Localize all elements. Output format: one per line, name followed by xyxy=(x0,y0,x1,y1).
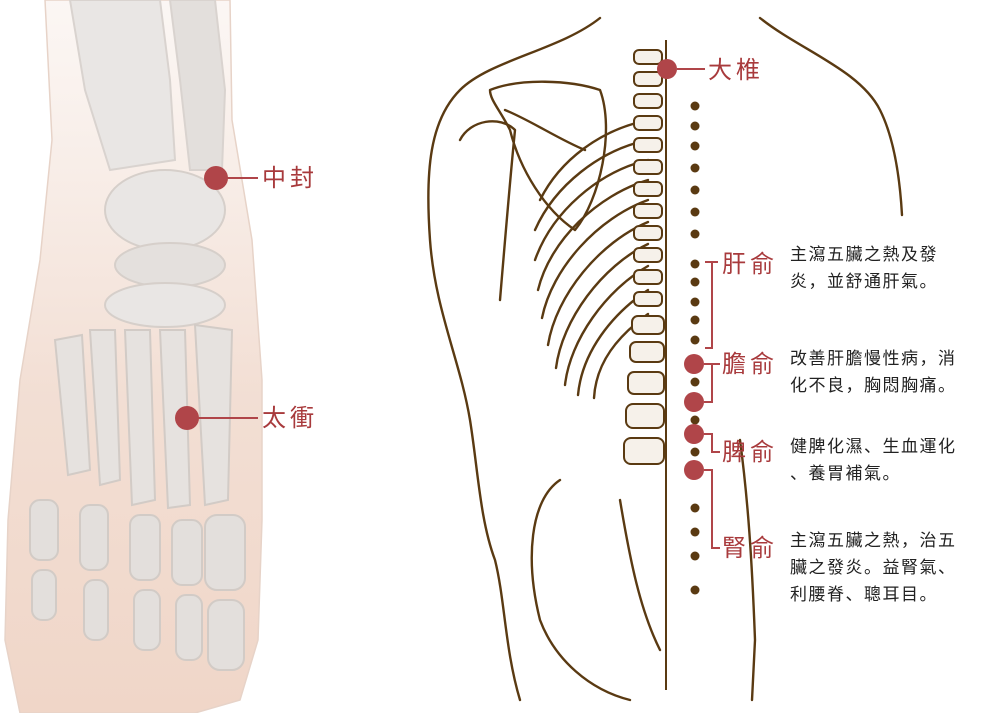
shenshu-bracket xyxy=(704,469,720,549)
shenshu-label: 腎俞 xyxy=(722,534,778,562)
pishu-description-line: 健脾化濕、生血運化 xyxy=(790,437,957,457)
right-waist-outline xyxy=(738,438,757,702)
pishu-point-marker xyxy=(684,424,704,444)
navicular-bone xyxy=(114,242,226,288)
sacrum-outline xyxy=(618,498,662,652)
shenshu-description-line: 主瀉五臟之熱，治五 xyxy=(790,531,957,551)
zhongfeng-label: 中封 xyxy=(262,164,318,192)
right-shoulder-outline xyxy=(758,16,904,217)
ganshu-bracket xyxy=(705,261,718,349)
tibia-bone xyxy=(68,0,177,172)
scapula-inner xyxy=(503,108,587,152)
left-shoulder-outline xyxy=(427,16,602,702)
cuneiform-bone xyxy=(104,282,226,328)
ribs xyxy=(533,118,650,400)
ganshu-description: 主瀉五臟之熱及發 炎，並舒通肝氣。 xyxy=(790,242,938,296)
pishu-description: 健脾化濕、生血運化 、養胃補氣。 xyxy=(790,434,957,488)
bladder-meridian-dots xyxy=(690,101,700,595)
metatarsal-bones xyxy=(53,323,234,510)
shenshu-description-line: 臟之發炎。益腎氣、 xyxy=(790,558,957,578)
pelvis-outline xyxy=(530,478,632,702)
ganshu-description-line: 炎，並舒通肝氣。 xyxy=(790,272,938,292)
shenshu-description: 主瀉五臟之熱，治五 臟之發炎。益腎氣、 利腰脊、聰耳目。 xyxy=(790,528,957,609)
pishu-bracket xyxy=(704,433,720,453)
pishu-description-line: 、養胃補氣。 xyxy=(790,464,901,484)
dazhui-point-marker xyxy=(657,59,677,79)
danshu-label: 膽俞 xyxy=(722,350,778,378)
ganshu-label: 肝俞 xyxy=(722,250,778,278)
spine-vertebrae xyxy=(623,49,665,465)
danshu-description: 改善肝膽慢性病，消 化不良，胸悶胸痛。 xyxy=(790,346,957,400)
dazhui-label: 大椎 xyxy=(708,56,764,84)
foot-illustration xyxy=(4,0,263,713)
danshu-description-line: 化不良，胸悶胸痛。 xyxy=(790,376,957,396)
scapula-outline xyxy=(488,80,608,232)
danshu-point-marker-lower xyxy=(684,392,704,412)
taichong-label: 太衝 xyxy=(262,404,318,432)
taichong-point-marker xyxy=(175,406,199,430)
pishu-point-marker-lower xyxy=(684,460,704,480)
ganshu-description-line: 主瀉五臟之熱及發 xyxy=(790,245,938,265)
danshu-description-line: 改善肝膽慢性病，消 xyxy=(790,349,957,369)
humerus-outline xyxy=(458,120,517,302)
danshu-point-marker xyxy=(684,354,704,374)
toe-bones xyxy=(29,499,246,671)
zhongfeng-point-marker xyxy=(204,166,228,190)
danshu-bracket xyxy=(704,363,720,403)
shenshu-description-line: 利腰脊、聰耳目。 xyxy=(790,585,938,605)
pishu-label: 脾俞 xyxy=(722,438,778,466)
